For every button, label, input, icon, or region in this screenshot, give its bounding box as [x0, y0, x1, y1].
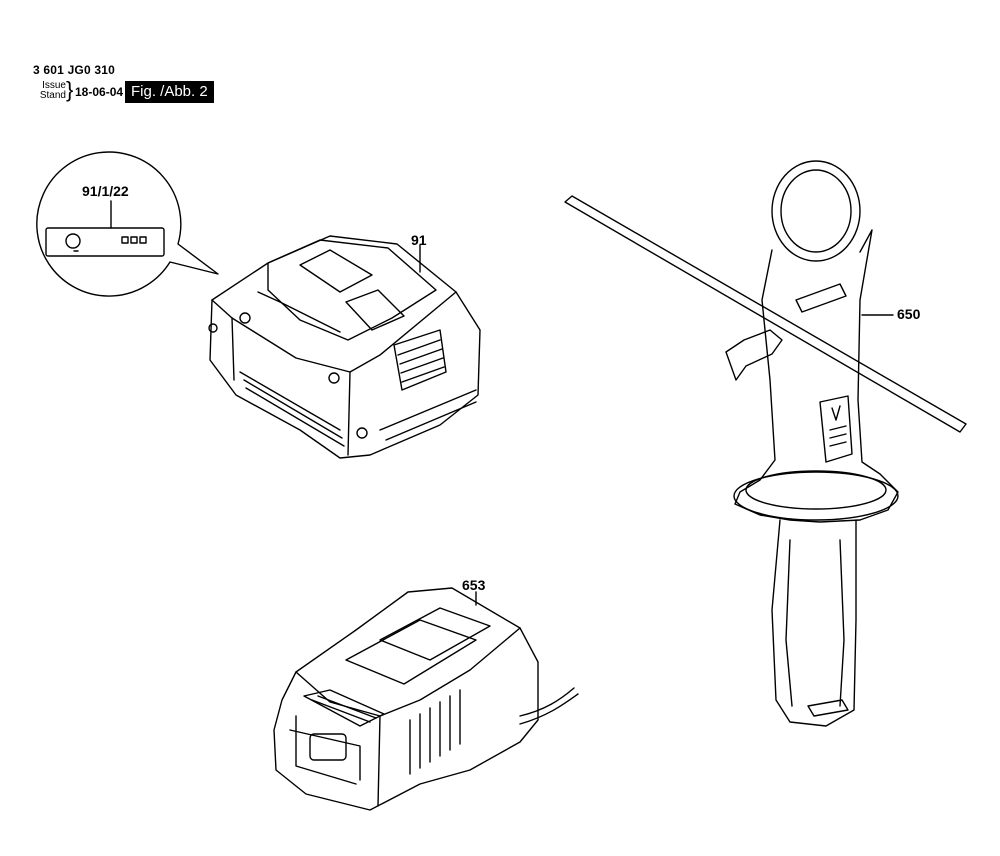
issue-stand-labels: Issue Stand — [33, 81, 66, 101]
issue-label: Issue — [42, 80, 66, 91]
depth-stop-rod — [564, 195, 967, 433]
clamp-ring — [771, 160, 861, 262]
detail-circle — [36, 151, 219, 297]
callout-battery-label: 91 — [411, 232, 427, 248]
brand-plate — [795, 283, 847, 313]
power-cable — [519, 687, 575, 717]
rating-plate — [45, 227, 165, 257]
charger-slot-grille — [303, 689, 385, 727]
battery-pack — [208, 235, 481, 459]
brace-symbol: } — [66, 77, 74, 102]
hand-guard — [733, 471, 899, 521]
battery-charger — [273, 587, 579, 811]
battery-vent — [393, 329, 447, 391]
callout-detail-label: 91/1/22 — [82, 183, 129, 199]
lock-screw — [725, 329, 783, 381]
grip — [771, 519, 857, 727]
issue-date: 18-06-04 — [75, 85, 124, 99]
auxiliary-handle — [564, 160, 967, 727]
figure-label: Fig. /Abb. 2 — [125, 81, 214, 103]
plate-hole — [65, 233, 81, 249]
callout-charger-label: 653 — [462, 577, 486, 593]
stand-label: Stand — [39, 90, 66, 101]
part-number: 3 601 JG0 310 — [33, 63, 116, 77]
callout-handle-label: 650 — [897, 306, 921, 322]
